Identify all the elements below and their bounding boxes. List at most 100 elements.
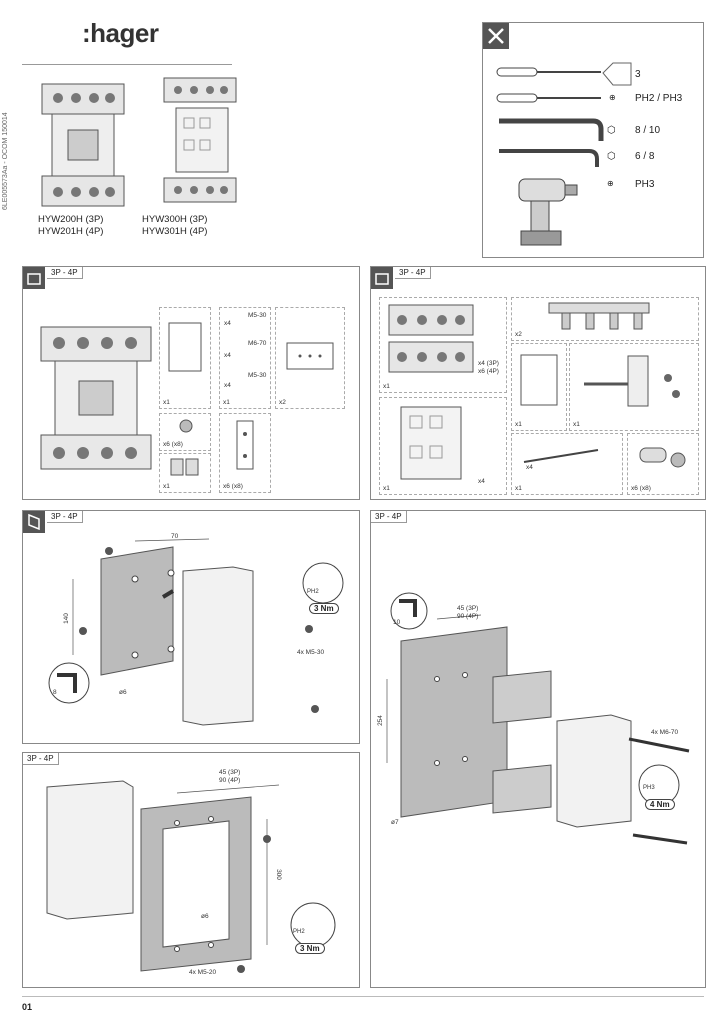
kit-right-manual-qty: x1	[515, 421, 522, 428]
mount3-driver: PH2	[293, 929, 305, 935]
mount2-diagram	[386, 592, 690, 845]
mount2-height-dim: 254	[376, 715, 384, 726]
kit-right-spacers-qty: x6 (x8)	[631, 485, 651, 492]
tools-panel: 3 ⊕ PH2 / PH3 ⬡ 8 / 10 ⬡ 6 / 8 ⊕ PH3	[482, 22, 704, 258]
mount3-tag: 3P - 4P	[23, 753, 59, 765]
mount1-screws: 4x M5-30	[297, 649, 325, 656]
kit-panel-left: 3P - 4P x1 M5-30 x4 M6-70 x4 M5-30 x4 x1…	[22, 266, 360, 500]
document-code: 6LE005573Aa - OCOM 150014	[2, 112, 9, 210]
kit-left-tag: 3P - 4P	[47, 267, 83, 279]
tool-label-flat: 3	[635, 69, 641, 80]
screw-count-2: x4	[224, 352, 231, 359]
kit-item-covers-qty: x6 (x8)	[223, 483, 243, 490]
kit-right-tag: 3P - 4P	[395, 267, 431, 279]
mount3-diagram	[46, 780, 336, 973]
model-hyw301h: HYW301H (4P)	[142, 226, 208, 237]
screw-size-1: M5-30	[248, 312, 267, 319]
mount2-socket-size: 10	[393, 619, 401, 626]
model-list-left: HYW200H (3P) HYW201H (4P)	[38, 214, 103, 238]
mount2-tag: 3P - 4P	[371, 511, 407, 523]
mount-panel-backplate: 3P - 4P 45 (3P) 90 (4P) 254 ø7 10 4x M6-…	[370, 510, 706, 988]
kit-right-spacers: x6 (x8)	[627, 433, 699, 495]
mount2-driver: PH3	[643, 785, 655, 791]
kit-right-manual: x1	[511, 343, 567, 431]
mount2-hole-dim: ø7	[391, 819, 399, 826]
screw-count-3: x4	[224, 382, 231, 389]
tool-label-phillips: PH2 / PH3	[635, 93, 683, 104]
hager-logo: :hager	[82, 18, 159, 48]
kit-item-plates: x2	[275, 307, 345, 409]
hex-key-icon	[499, 149, 599, 167]
power-drill-icon	[518, 178, 578, 246]
wall-mount-icon	[23, 511, 45, 533]
kit-panel-right: 3P - 4P x4 (3P) x6 (4P) x1 x2 x1 x1 x4 x…	[370, 266, 706, 500]
screwdriver-callout	[602, 62, 632, 86]
kit-right-bracket-qty: x1	[573, 421, 580, 428]
kit-right-screw-count-4p: x6 (4P)	[478, 368, 499, 375]
phillips-symbol: ⊕	[609, 93, 616, 102]
mount1-torque: 3 Nm	[309, 603, 339, 614]
kit-item-covers: x6 (x8)	[219, 413, 271, 493]
mount1-diagram	[48, 538, 344, 726]
mount1-hole-dim: ø6	[119, 689, 127, 696]
page-number: 01	[22, 1002, 33, 1012]
tools-icon	[483, 23, 509, 49]
tool-label-drill: PH3	[635, 179, 655, 190]
kit-item-terminals: x1	[159, 453, 211, 493]
mount3-height-dim: 300	[274, 869, 282, 880]
mount-panel-frame: 3P - 4P 45 (3P) 90 (4P) 300 ø6 PH2 3 Nm …	[22, 752, 360, 988]
mount3-width-4p: 90 (4P)	[219, 777, 241, 784]
kit-right-bracket: x1	[569, 343, 699, 431]
box-icon-right	[371, 267, 393, 289]
mount3-width-3p: 45 (3P)	[219, 769, 241, 776]
breaker-front-view	[40, 326, 152, 470]
mount3-screws: 4x M5-20	[189, 969, 217, 976]
mount1-tag: 3P - 4P	[47, 511, 83, 523]
breaker-illustration-300	[163, 77, 237, 203]
screw-size-2: M6-70	[248, 340, 267, 347]
kit-right-screw-count-3p: x4 (3P)	[478, 360, 499, 367]
mount-panel-wall: 3P - 4P 70 140 ø6 8 PH2 3 Nm 4x M5-30	[22, 510, 360, 744]
box-icon	[23, 267, 45, 289]
hex-nut-symbol: ⬡	[607, 125, 616, 136]
footer-divider	[22, 996, 704, 997]
screw-count-1: x4	[224, 320, 231, 327]
model-hyw201h: HYW201H (4P)	[38, 226, 104, 237]
kit-item-manual: x1	[159, 307, 211, 409]
model-list-right: HYW300H (3P) HYW301H (4P)	[142, 214, 207, 238]
kit-right-terminals-qty: x1	[383, 383, 390, 390]
kit-right-plate-qty: x1	[383, 485, 390, 492]
model-hyw300h: HYW300H (3P)	[142, 214, 208, 225]
kit-item-screws-qty: x1	[223, 399, 230, 406]
tool-label-socket: 8 / 10	[635, 125, 661, 136]
mount3-hole-dim: ø6	[201, 913, 209, 920]
kit-item-terminals-qty: x1	[163, 483, 170, 490]
kit-right-plate: x4 x1	[379, 397, 507, 495]
kit-right-bars: x2	[511, 297, 699, 341]
kit-right-rod-count: x4	[526, 464, 533, 471]
mount1-height-dim: 140	[62, 613, 70, 624]
drill-phillips-symbol: ⊕	[607, 179, 614, 188]
mount2-width-3p: 45 (3P)	[457, 605, 479, 612]
kit-item-manual-qty: x1	[163, 399, 170, 406]
kit-item-screws: M5-30 x4 M6-70 x4 M5-30 x4 x1	[219, 307, 271, 409]
kit-item-plates-qty: x2	[279, 399, 286, 406]
tool-label-hex: 6 / 8	[635, 151, 655, 162]
mount1-driver: PH2	[307, 589, 319, 595]
breaker-illustration-200	[41, 83, 125, 207]
hex-socket-symbol: ⬡	[607, 151, 616, 162]
kit-right-rods-qty: x1	[515, 485, 522, 492]
kit-right-terminals: x4 (3P) x6 (4P) x1	[379, 297, 507, 393]
mount2-torque: 4 Nm	[645, 799, 675, 810]
kit-right-plate-screw-count: x4	[478, 478, 485, 485]
mount2-width-4p: 90 (4P)	[457, 613, 479, 620]
phillips-screwdriver-icon	[496, 93, 601, 103]
mount3-torque: 3 Nm	[295, 943, 325, 954]
mount2-screws: 4x M6-70	[651, 729, 679, 736]
screw-size-3: M5-30	[248, 372, 267, 379]
kit-item-spacers-qty: x6 (x8)	[163, 441, 183, 448]
mount1-width-dim: 70	[171, 533, 179, 540]
model-hyw200h: HYW200H (3P)	[38, 214, 104, 225]
mount1-hex-size: 8	[53, 689, 57, 696]
flat-screwdriver-icon	[496, 67, 601, 77]
